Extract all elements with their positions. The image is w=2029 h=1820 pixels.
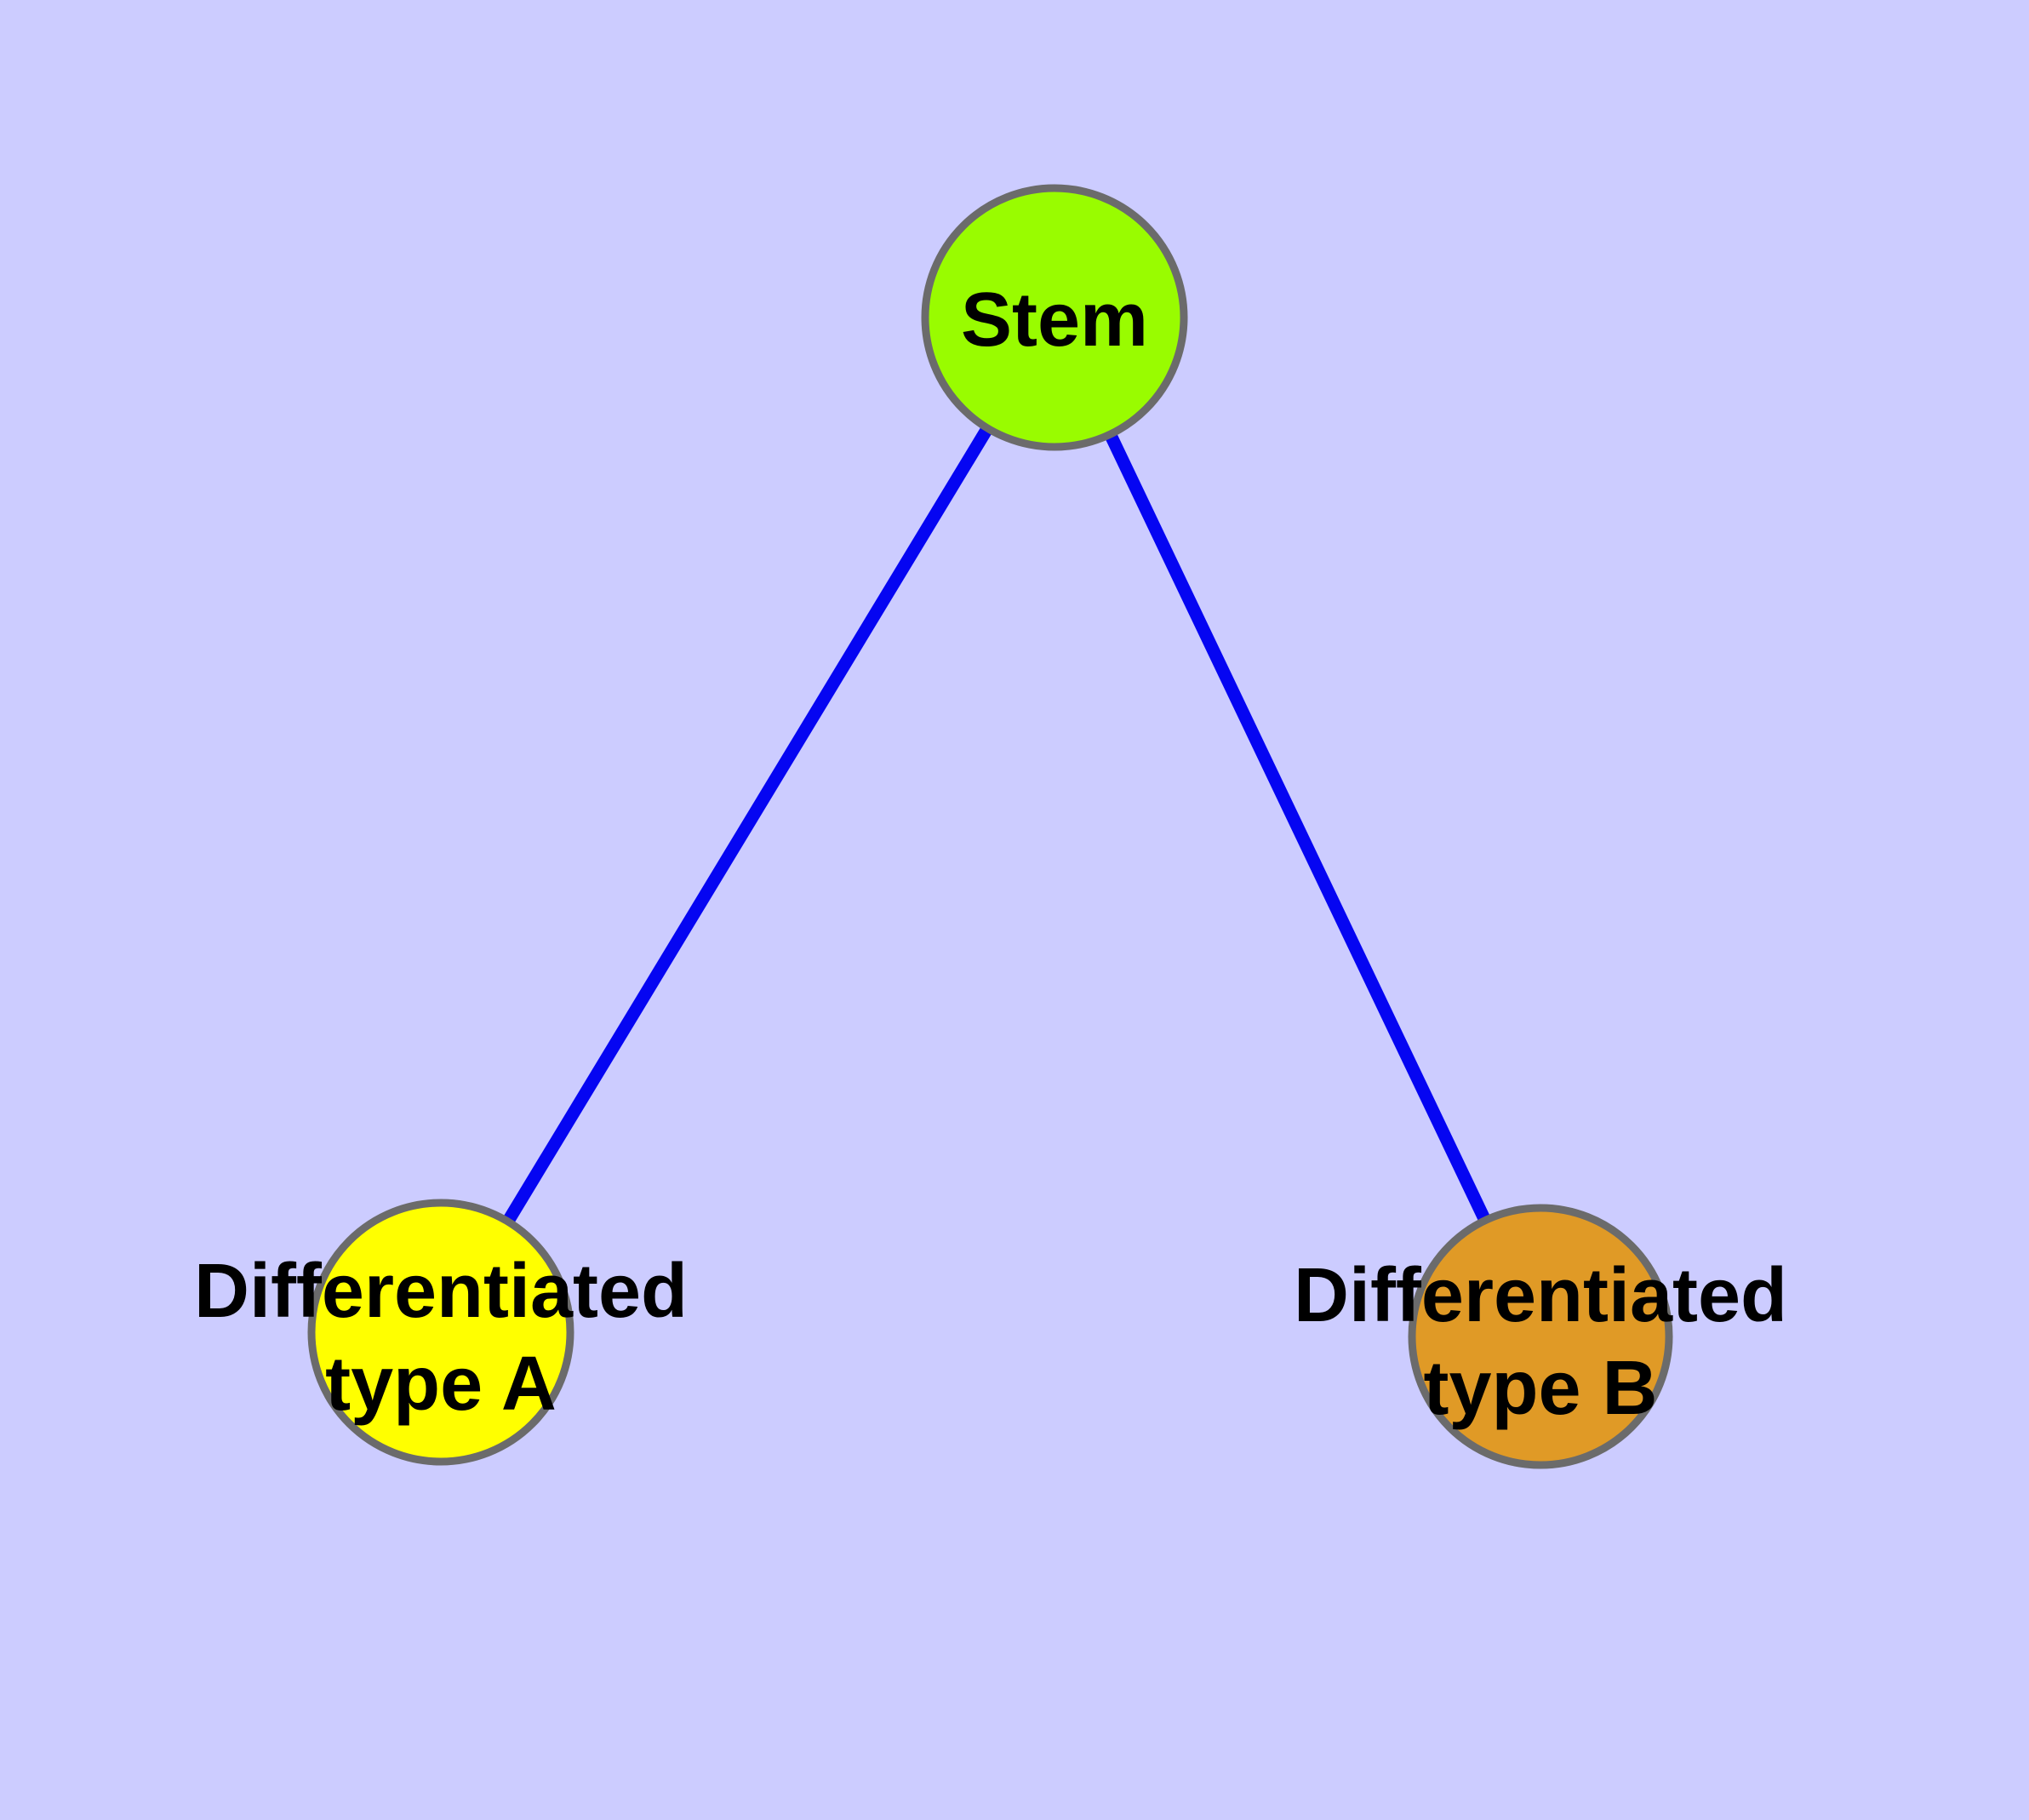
node-differentiated-type-a-label-line1: Differentiated xyxy=(194,1249,688,1334)
node-differentiated-type-a-circle xyxy=(307,1199,574,1466)
node-differentiated-type-a: Differentiated type A xyxy=(194,1199,688,1466)
edge-stem-to-type-b xyxy=(1049,314,1546,1340)
node-differentiated-type-a-label-line2: type A xyxy=(325,1342,557,1427)
edge-stem-to-type-a xyxy=(435,314,1060,1336)
node-stem-circle xyxy=(921,184,1188,451)
node-stem-label: Stem xyxy=(961,278,1148,363)
node-differentiated-type-b-label-line1: Differentiated xyxy=(1294,1253,1787,1338)
node-differentiated-type-b-circle xyxy=(1408,1204,1673,1469)
node-stem: Stem xyxy=(921,184,1188,451)
node-differentiated-type-b: Differentiated type B xyxy=(1294,1204,1787,1469)
node-differentiated-type-b-label-line2: type B xyxy=(1423,1346,1657,1431)
